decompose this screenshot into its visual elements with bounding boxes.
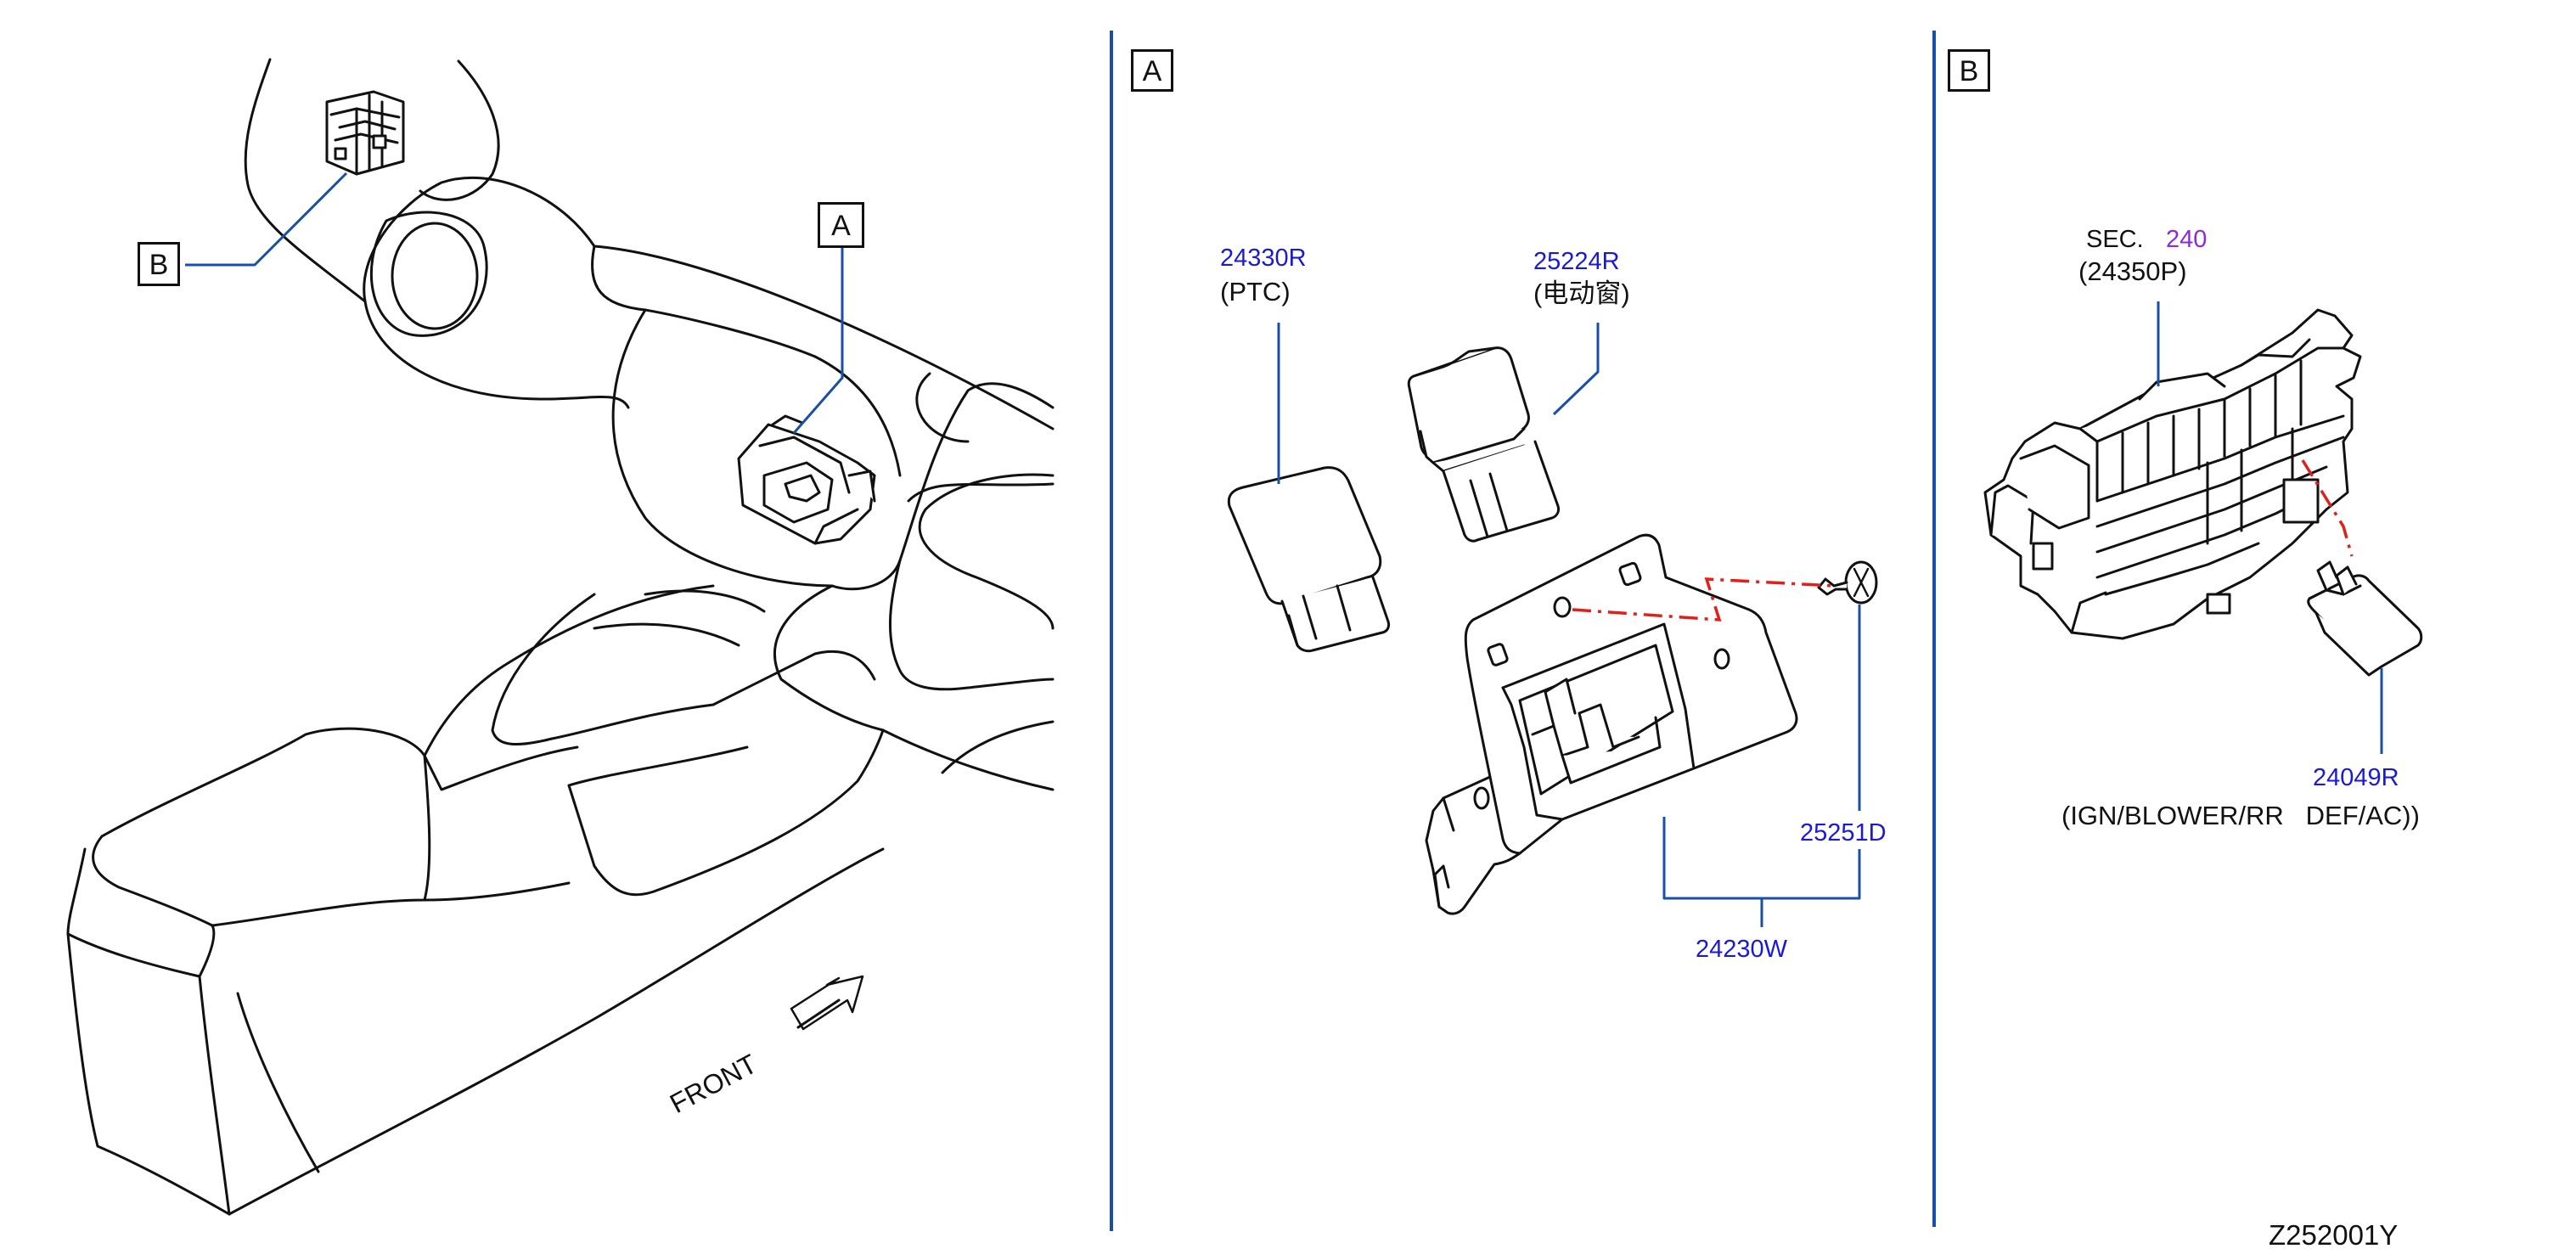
relay-bracket-a-overview [737, 414, 876, 545]
callout-box-b[interactable]: B [138, 242, 180, 286]
section-link-240[interactable]: 240 [2166, 226, 2208, 253]
leader-lines [185, 172, 2383, 927]
part-number-25224r[interactable]: 25224R [1533, 248, 1620, 275]
fuse-block-24350p-drawing [1983, 308, 2362, 640]
armrest-outline [66, 727, 885, 1216]
vent-surround [369, 211, 488, 337]
relay-bracket-24230w-drawing [1425, 533, 1798, 915]
part-ref-24350p: (24350P) [2078, 256, 2187, 286]
panel-a-title: A [1131, 49, 1173, 92]
front-arrow-icon [790, 975, 864, 1031]
relay-block-b-overview [325, 90, 405, 176]
part-desc-24330r: (PTC) [1220, 277, 1291, 307]
part-number-25251d[interactable]: 25251D [1800, 819, 1887, 847]
screw-25251d-drawing [1817, 560, 1878, 605]
relay-24330r-drawing [1227, 466, 1391, 653]
relay-25224r-drawing [1407, 346, 1561, 543]
diagram-code: Z252001Y [2269, 1219, 2399, 1251]
part-number-24049r[interactable]: 24049R [2313, 764, 2399, 791]
installation-lines [1572, 459, 2354, 622]
section-prefix: SEC. [2086, 226, 2144, 253]
panel-b-title: B [1948, 49, 1990, 92]
part-number-24330r[interactable]: 24330R [1220, 245, 1307, 272]
part-number-24230w[interactable]: 24230W [1696, 936, 1788, 963]
relay-24049r-drawing [2307, 560, 2423, 677]
part-desc-24049r: (IGN/BLOWER/RR DEF/AC)) [2061, 801, 2420, 830]
seat-section [918, 473, 1055, 630]
center-console-outline [423, 355, 1055, 897]
vent-round [391, 222, 479, 330]
part-desc-25224r: (电动窗) [1533, 278, 1630, 308]
callout-box-a[interactable]: A [818, 202, 864, 248]
